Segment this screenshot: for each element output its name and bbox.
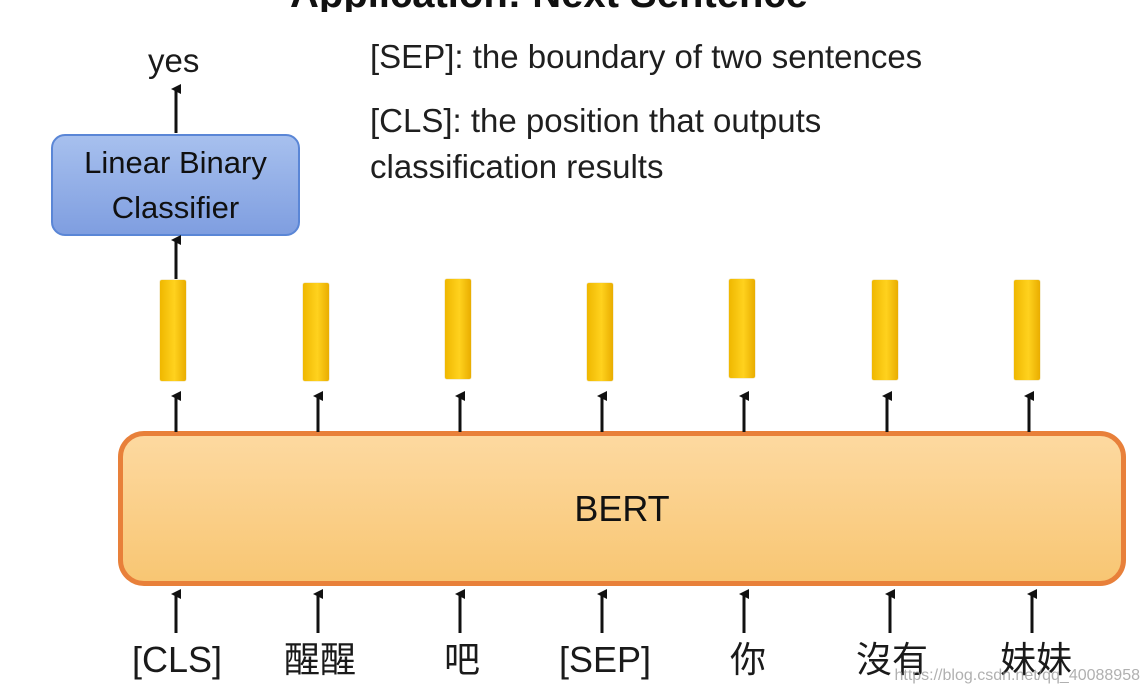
token-cls: [CLS] (131, 639, 223, 680)
classifier-output-label: yes (148, 42, 200, 79)
output-embedding-5 (729, 279, 755, 378)
token-7: 妹妹 (999, 639, 1072, 680)
output-embedding-6 (872, 280, 898, 380)
output-embedding-cls (160, 280, 186, 381)
classifier-label-line2: Classifier (111, 190, 240, 225)
bert-label: BERT (574, 487, 670, 529)
bert-model-box: BERT (118, 431, 1126, 586)
output-embedding-sep (587, 283, 613, 381)
token-6: 沒有 (855, 639, 928, 680)
token-3: 吧 (443, 639, 480, 680)
token-5: 你 (729, 639, 766, 680)
slide-title: Application: Next Sentence (290, 0, 910, 12)
output-embedding-3 (445, 279, 471, 379)
cls-note: [CLS]: the position that outputs classif… (370, 98, 821, 190)
output-embedding-2 (303, 283, 329, 381)
token-2: 醒醒 (283, 639, 356, 680)
watermark: https://blog.csdn.net/qq_40088958 (894, 667, 1140, 684)
cls-note-line1: [CLS]: the position that outputs (370, 102, 822, 139)
sep-note: [SEP]: the boundary of two sentences (370, 38, 923, 75)
classifier-label-line1: Linear Binary (84, 145, 267, 180)
token-sep: [SEP] (558, 639, 652, 680)
cls-note-line2: classification results (370, 148, 664, 185)
output-embedding-7 (1014, 280, 1040, 380)
